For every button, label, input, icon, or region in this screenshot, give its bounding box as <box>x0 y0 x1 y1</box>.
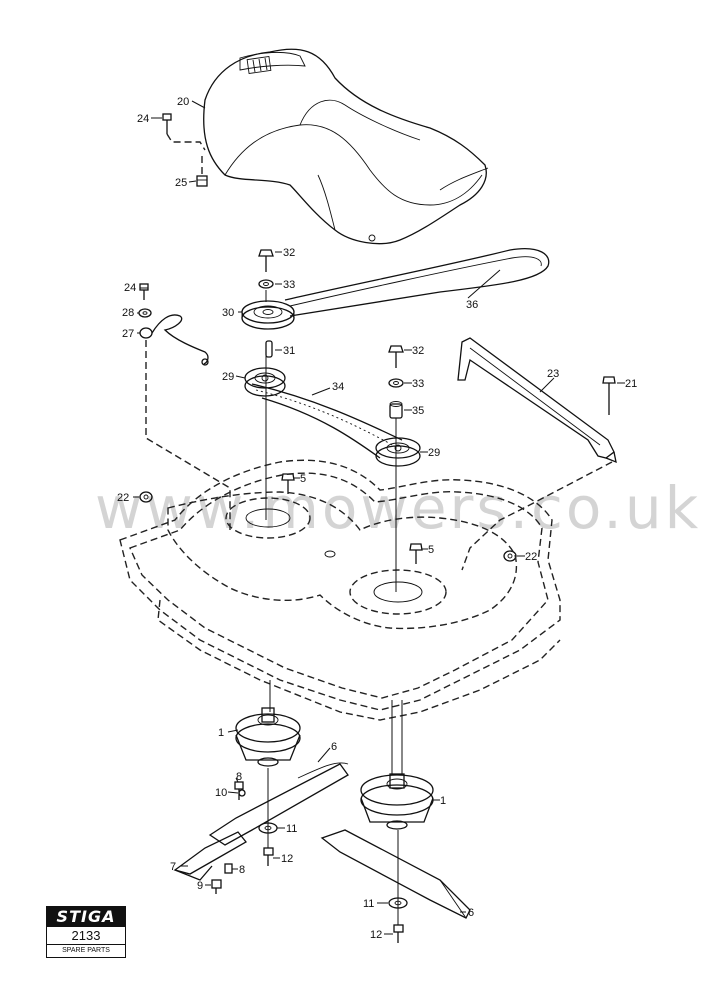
callout-30: 30 <box>222 307 234 319</box>
bolt-10 <box>238 789 246 797</box>
callout-5-right: 5 <box>428 544 434 556</box>
callout-8-upper: 8 <box>236 771 242 783</box>
callout-labels: 20 24 25 32 33 24 28 30 27 36 31 32 23 2… <box>117 96 637 941</box>
callout-36: 36 <box>466 299 478 311</box>
callout-8-lower: 8 <box>239 864 245 876</box>
nut-25 <box>196 175 208 187</box>
callout-5-left: 5 <box>300 473 306 485</box>
bolt-9 <box>211 879 222 894</box>
mower-deck <box>119 459 561 721</box>
callout-22-right: 22 <box>525 551 537 563</box>
callout-33-left: 33 <box>283 279 295 291</box>
bolt-24-left <box>139 283 149 300</box>
deck-cover <box>203 48 489 245</box>
callout-1-right: 1 <box>440 795 446 807</box>
callout-11-left: 11 <box>286 823 297 835</box>
nut-22-left <box>139 491 153 503</box>
blade-6-upper <box>208 762 349 846</box>
callout-22-left: 22 <box>117 492 129 504</box>
callout-12-right: 12 <box>370 929 382 941</box>
bolt-12-left <box>263 847 274 866</box>
pulley-30 <box>241 300 295 330</box>
callout-24-top: 24 <box>137 113 149 125</box>
callout-31: 31 <box>283 345 295 357</box>
bolt-32-left <box>258 249 274 272</box>
bolt-21 <box>602 376 616 415</box>
callout-9: 9 <box>197 880 203 892</box>
callout-34: 34 <box>332 381 344 393</box>
callout-29-right: 29 <box>428 447 440 459</box>
belt-36 <box>284 248 550 317</box>
watermark-text: www.mowers.co.uk <box>95 474 701 542</box>
callout-32-right: 32 <box>412 345 424 357</box>
leader-lines <box>133 100 625 935</box>
spindle-housing-left <box>235 707 301 767</box>
callout-35: 35 <box>412 405 424 417</box>
callout-11-right: 11 <box>363 898 374 910</box>
callout-21: 21 <box>625 378 637 390</box>
nut-22-right <box>503 550 517 562</box>
callout-32-left: 32 <box>283 247 295 259</box>
callout-6-upper: 6 <box>331 741 337 753</box>
callout-12-left: 12 <box>281 853 293 865</box>
stiga-logo: STIGA <box>47 907 125 927</box>
bolt-32-right <box>388 345 404 368</box>
stiga-badge: STIGA 2133 SPARE PARTS <box>46 906 126 958</box>
bolt-12-right <box>393 924 404 943</box>
badge-caption: SPARE PARTS <box>47 944 125 956</box>
spacer-35 <box>389 401 403 419</box>
callout-27: 27 <box>122 328 134 340</box>
callout-20: 20 <box>177 96 189 108</box>
diagram-number: 2133 <box>71 928 101 943</box>
callout-23: 23 <box>547 368 559 380</box>
pulley-29-left <box>244 367 286 397</box>
blade-7 <box>173 831 247 881</box>
callout-1-left: 1 <box>218 727 224 739</box>
washer-28 <box>138 308 152 318</box>
key-31 <box>265 340 273 358</box>
callout-33-right: 33 <box>412 378 424 390</box>
bolt-24-upper <box>162 113 172 134</box>
bolt-8-lower <box>224 863 233 874</box>
callout-10: 10 <box>215 787 227 799</box>
callout-28: 28 <box>122 307 134 319</box>
washer-33-right <box>388 378 404 388</box>
pulley-29-right <box>375 437 421 467</box>
belt-34 <box>251 383 403 459</box>
callout-29-left: 29 <box>222 371 234 383</box>
spindle-housing-right <box>360 773 434 830</box>
callout-7: 7 <box>170 861 176 873</box>
bracket-23 <box>457 337 617 464</box>
washer-33-left <box>258 279 274 289</box>
spring-27 <box>139 314 209 366</box>
callout-24-left: 24 <box>124 282 136 294</box>
callout-25: 25 <box>175 177 187 189</box>
bolt-5-right <box>409 543 423 564</box>
callout-6-lower: 6 <box>468 907 474 919</box>
